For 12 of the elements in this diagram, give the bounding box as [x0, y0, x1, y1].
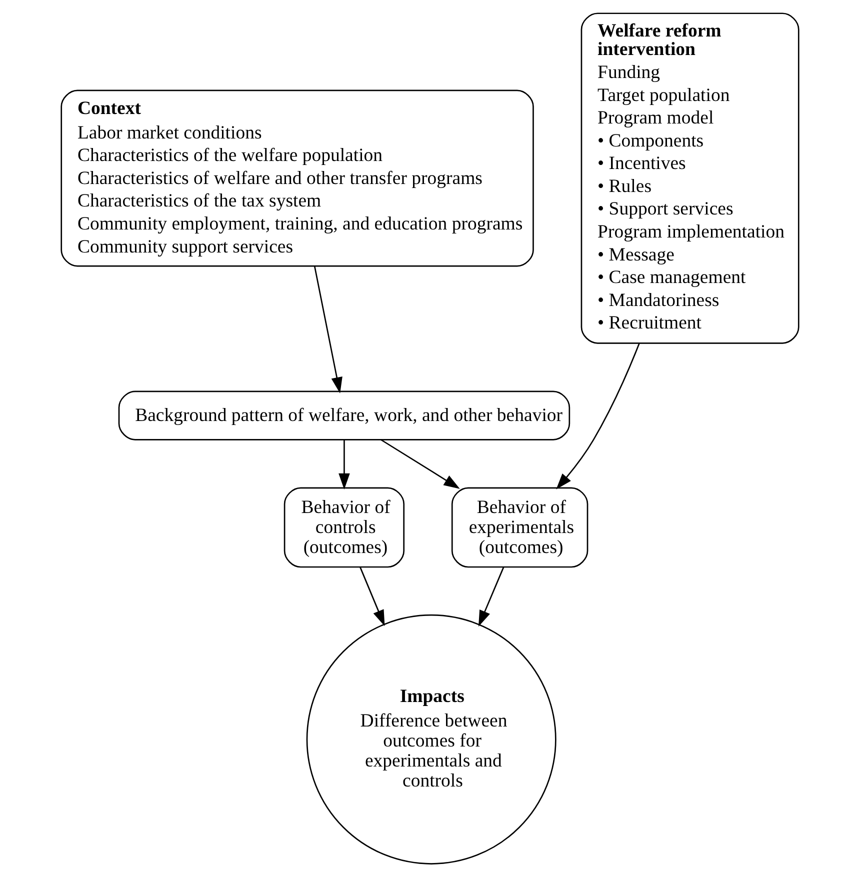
node-box: Behavior of controls (outcomes) [284, 487, 405, 568]
node-circle: Impacts Difference between outcomes for experimentals and controls [306, 614, 556, 864]
node-box: Background pattern of welfare, work, and other behavior [118, 390, 570, 440]
arrow [360, 566, 385, 626]
arrow [314, 266, 342, 394]
node-box: Context Labor market conditions Characteristics of the welfare population Characteristics of welfare and other transfer programs Characteristics of the tax system Community employment, training, and education programs Community support services [60, 90, 534, 267]
arrow [478, 566, 504, 627]
node-box: Behavior of experimentals (outcomes) [451, 487, 588, 568]
arrow [380, 439, 460, 489]
arrow [338, 440, 350, 490]
arrow [556, 342, 640, 490]
node-box: Welfare reform intervention Funding Target population Program model • Components • Incentives • Rules • Support services Program implementation • Message • Case management • Mandatoriness • Recruitment [580, 12, 800, 344]
